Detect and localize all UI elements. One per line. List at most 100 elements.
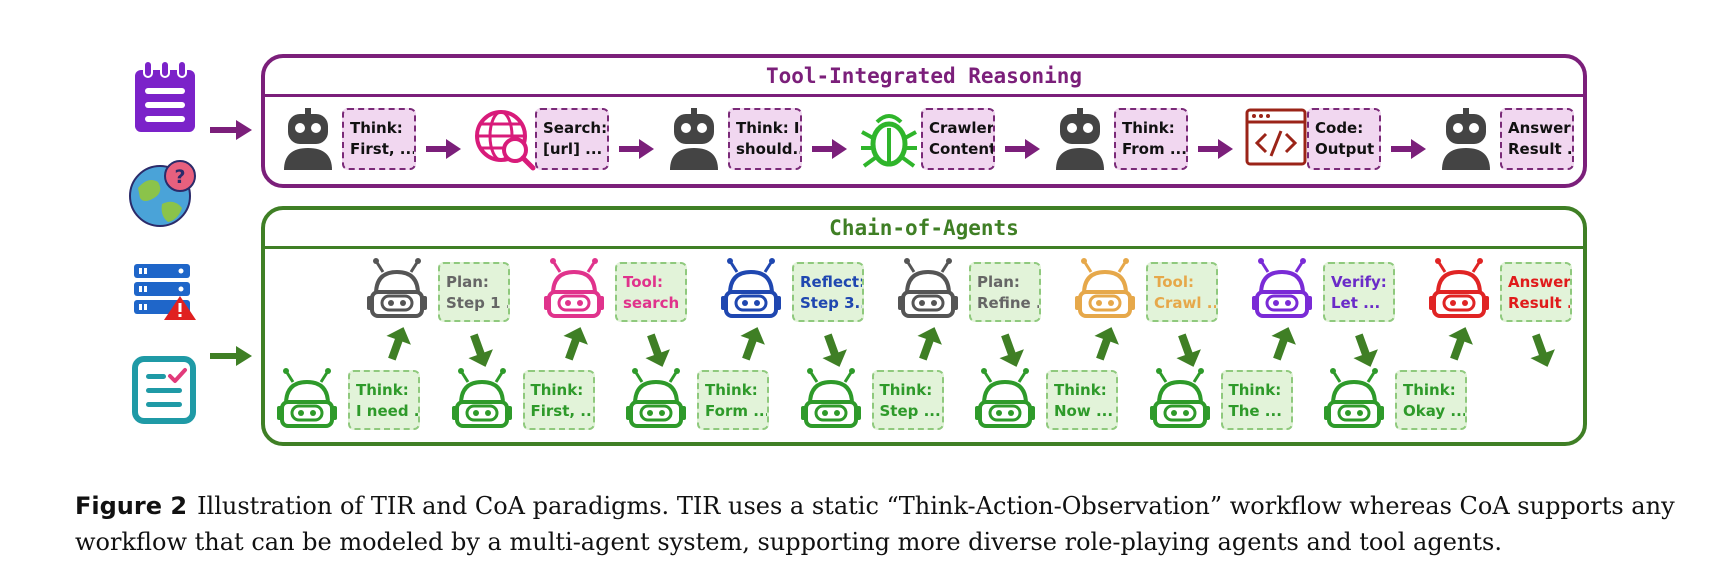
coa-think-box: Think: Now ...	[1046, 370, 1118, 430]
tir-step-detail: [url] ...	[543, 140, 603, 158]
coa-think-box: Think:Okay ...	[1395, 370, 1467, 430]
tir-step-action: Think:	[350, 119, 403, 137]
role-agent-robot-icon	[543, 258, 605, 322]
tir-step-detail: First, ...	[350, 140, 416, 158]
tir-flow-arrow	[1391, 138, 1427, 164]
coa-think-role: Think:	[356, 381, 409, 399]
coa-title: Chain-of-Agents	[829, 216, 1019, 240]
think-agent-robot-icon	[800, 368, 862, 432]
coa-handoff-arrow	[555, 323, 592, 368]
coa-role-box: Plan: Step 1 ...	[438, 262, 510, 322]
coa-think-box: Think: The ...	[1220, 370, 1293, 430]
tir-step-box: Search:[url] ...	[535, 108, 609, 170]
tir-flow-arrow	[426, 138, 462, 164]
think-agent-robot-icon	[1149, 368, 1211, 432]
role-agent-robot-icon	[366, 258, 428, 322]
coa-role-role: Plan:	[977, 273, 1020, 291]
coa-role-role: Plan:	[446, 273, 489, 291]
coa-role-detail: search ...	[623, 294, 685, 312]
coa-handoff-arrow	[1440, 323, 1477, 368]
server-warning-icon	[134, 264, 196, 320]
coa-think-detail: Form ...	[705, 402, 769, 420]
tir-step-detail: From ...	[1122, 140, 1187, 158]
tir-step-box: Code:Output ...	[1307, 108, 1381, 170]
tir-step-detail: Content...	[929, 140, 995, 158]
coa-think-role: Think:	[705, 381, 758, 399]
tir-step-action: Think: I	[736, 119, 800, 137]
tir-title-divider	[265, 94, 1583, 97]
tir-step-box: Think: First, ...	[342, 108, 416, 170]
coa-think-detail: I need ...	[356, 402, 420, 420]
tir-flow-arrow	[812, 138, 848, 164]
role-agent-robot-icon	[897, 258, 959, 322]
coa-handoff-arrow	[991, 327, 1028, 372]
coa-entry-arrow	[210, 346, 252, 366]
globe-question-icon: ?	[129, 160, 196, 227]
robot-icon	[666, 108, 722, 174]
tir-step-box: Crawler:Content...	[921, 108, 995, 170]
coa-think-detail: The ...	[1228, 402, 1282, 420]
coa-role-detail: Step 3...	[800, 294, 862, 312]
tir-flow-arrow	[1198, 138, 1234, 164]
coa-think-role: Think:	[1403, 381, 1456, 399]
coa-title-divider	[265, 246, 1583, 249]
coa-handoff-arrow	[378, 323, 415, 368]
coa-handoff-arrow	[1522, 327, 1559, 372]
coa-think-detail: First, ...	[530, 402, 595, 420]
caption-text: Illustration of TIR and CoA paradigms. T…	[75, 492, 1675, 556]
code-window-icon	[1245, 108, 1307, 170]
coa-think-role: Think:	[530, 381, 584, 399]
tir-flow-arrow	[1005, 138, 1041, 164]
coa-think-role: Think:	[879, 381, 933, 399]
think-agent-robot-icon	[451, 368, 513, 432]
robot-icon	[1052, 108, 1108, 174]
coa-think-detail: Step ...	[879, 402, 941, 420]
tir-step-detail: Result ...	[1508, 140, 1573, 158]
coa-role-detail: Step 1 ...	[446, 294, 508, 312]
tir-step-action: Answer:	[1508, 119, 1574, 137]
globe-search-icon	[473, 108, 537, 176]
think-agent-robot-icon	[974, 368, 1036, 432]
role-agent-robot-icon	[1251, 258, 1313, 322]
coa-think-role: Think:	[1228, 381, 1282, 399]
coa-role-detail: Refine ...	[977, 294, 1039, 312]
coa-role-box: Verify: Let ...	[1323, 262, 1395, 322]
coa-think-role: Think:	[1054, 381, 1107, 399]
coa-role-box: Tool:search ...	[615, 262, 687, 322]
coa-think-box: Think: First, ...	[522, 370, 595, 430]
tir-title: Tool-Integrated Reasoning	[765, 64, 1083, 88]
tir-panel: Tool-Integrated Reasoning	[261, 54, 1587, 188]
tir-entry-arrow	[210, 120, 252, 140]
tir-step-box: Think: I should...	[728, 108, 802, 170]
tir-flow-arrow	[619, 138, 655, 164]
coa-role-role: Tool:	[1154, 273, 1194, 291]
notepad-icon	[135, 60, 195, 132]
coa-think-box: Think: Step ...	[871, 370, 944, 430]
coa-think-box: Think: I need ...	[348, 370, 420, 430]
role-agent-robot-icon	[1428, 258, 1490, 322]
tir-step-action: Think:	[1122, 119, 1175, 137]
tir-step-detail: should...	[736, 140, 800, 158]
coa-think-detail: Now ...	[1054, 402, 1114, 420]
coa-role-box: Reflect: Step 3...	[792, 262, 864, 322]
checklist-icon	[132, 356, 196, 424]
coa-panel: Chain-of-Agents	[261, 206, 1587, 446]
think-agent-robot-icon	[625, 368, 687, 432]
coa-handoff-arrow	[637, 327, 674, 372]
svg-text:?: ?	[174, 166, 185, 188]
coa-role-box: Plan: Refine ...	[969, 262, 1041, 322]
coa-role-detail: Let ...	[1331, 294, 1381, 312]
coa-role-role: Reflect:	[800, 273, 864, 291]
coa-role-detail: Result ...	[1508, 294, 1570, 312]
coa-handoff-arrow	[1345, 327, 1382, 372]
coa-role-box: Answer:Result ...	[1500, 262, 1572, 322]
coa-role-detail: Crawl ...	[1154, 294, 1218, 312]
coa-handoff-arrow	[814, 327, 851, 372]
coa-handoff-arrow	[909, 323, 946, 368]
bug-crawler-icon	[859, 108, 919, 174]
coa-handoff-arrow	[732, 323, 769, 368]
coa-role-role: Verify:	[1331, 273, 1387, 291]
tir-step-box: Think: From ...	[1114, 108, 1188, 170]
role-agent-robot-icon	[720, 258, 782, 322]
